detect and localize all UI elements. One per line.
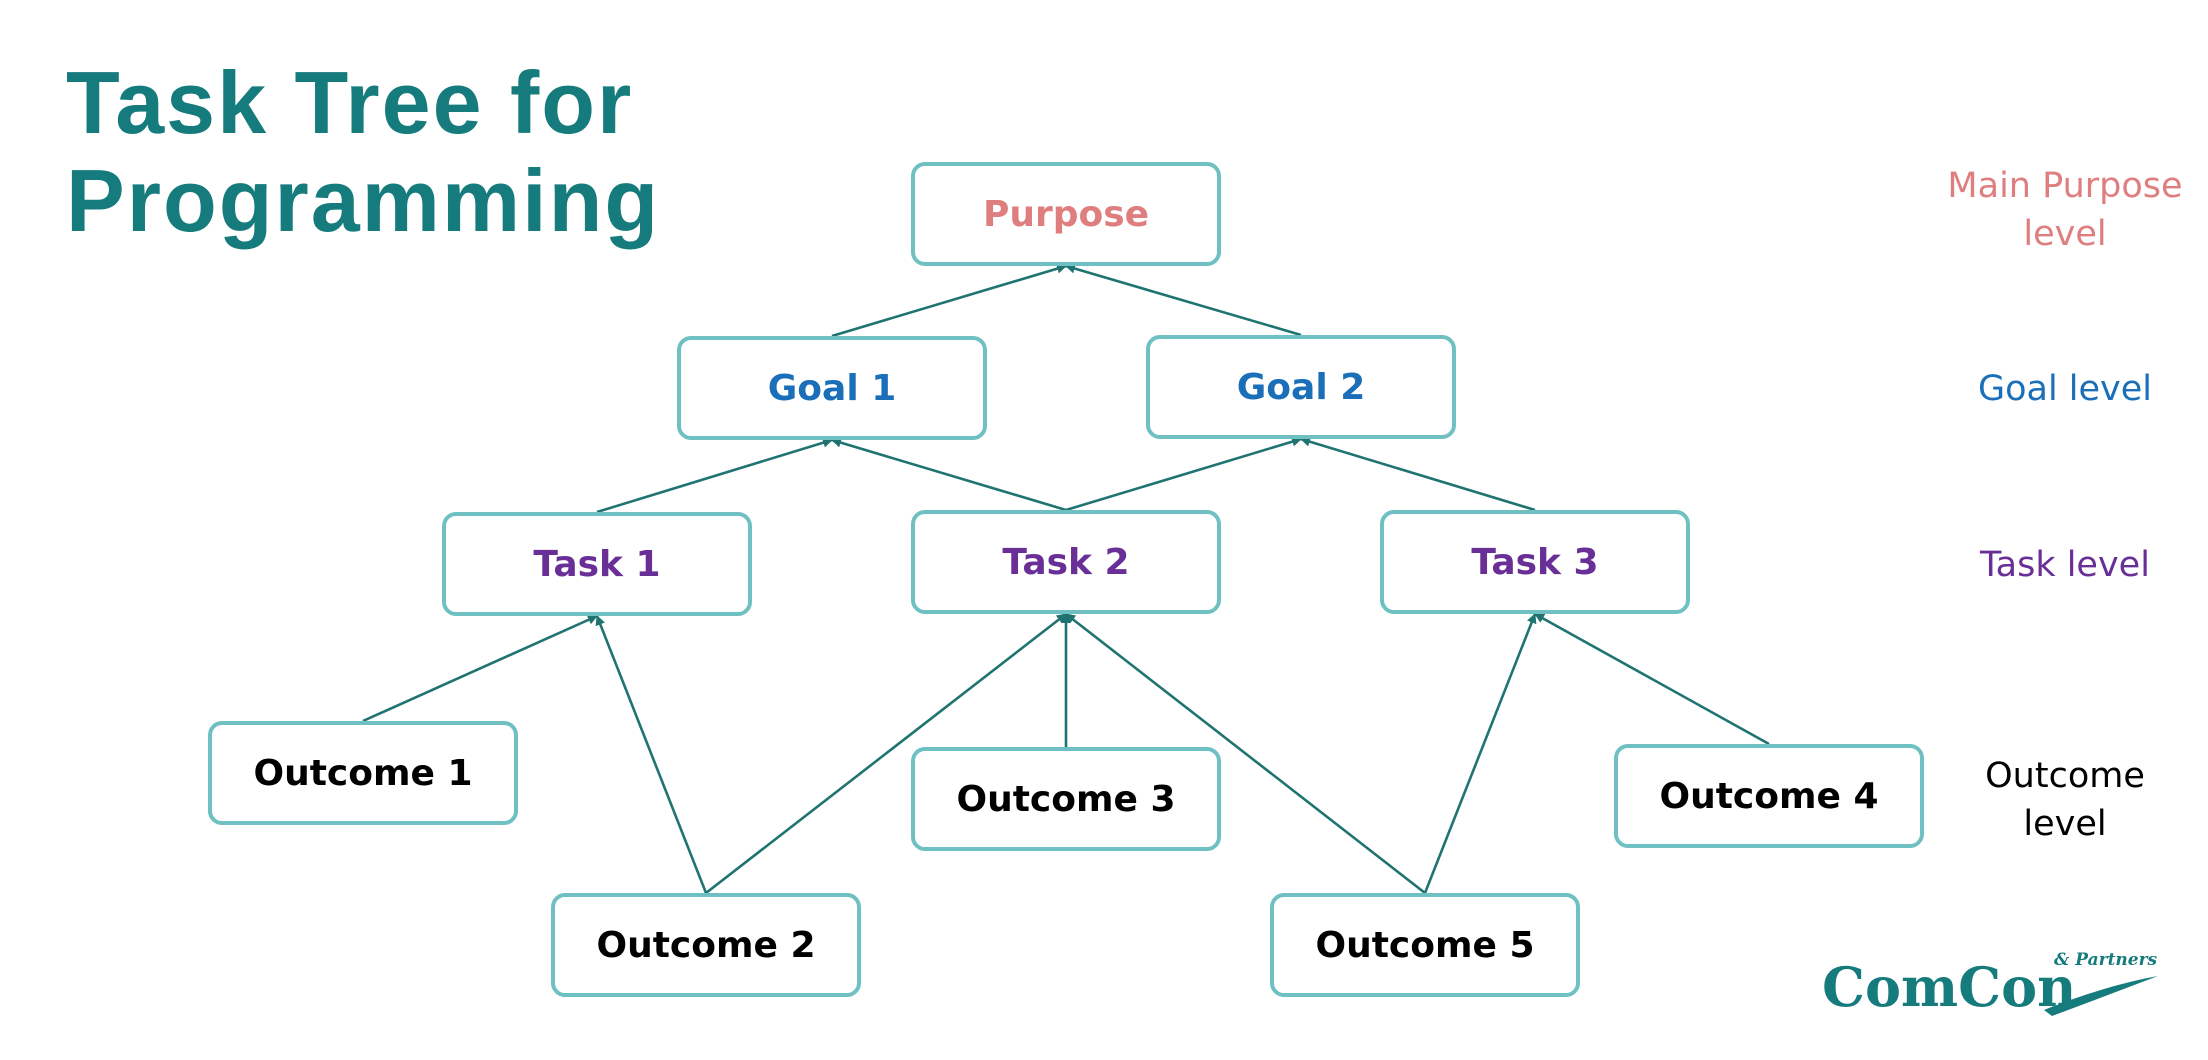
node-purpose: Purpose bbox=[911, 162, 1221, 266]
comcon-logo: ComCon & Partners bbox=[1822, 950, 2162, 1030]
node-task-3: Task 3 bbox=[1380, 510, 1690, 614]
edge-outcome1-to-task1 bbox=[362, 614, 598, 723]
edge-task2-to-goal1 bbox=[831, 437, 1067, 512]
node-task-1: Task 1 bbox=[442, 512, 752, 616]
edge-task2-to-goal2 bbox=[1065, 436, 1302, 512]
edge-outcome2-to-task2 bbox=[705, 612, 1067, 895]
level-label-goal-text: Goal level bbox=[1977, 369, 2153, 409]
edge-outcome2-to-task1 bbox=[595, 615, 708, 894]
logo-wordmark: ComCon bbox=[1822, 955, 2077, 1019]
title-line-1: Task Tree for bbox=[66, 53, 634, 152]
node-outcome-1-label: Outcome 1 bbox=[253, 752, 473, 794]
level-label-main-purpose-line-2: level bbox=[2023, 214, 2107, 254]
edge-task3-to-goal2 bbox=[1300, 436, 1536, 512]
node-outcome-1: Outcome 1 bbox=[208, 721, 518, 825]
node-outcome-5: Outcome 5 bbox=[1270, 893, 1580, 997]
node-outcome-4: Outcome 4 bbox=[1614, 744, 1924, 848]
level-label-outcome-line-2: level bbox=[2023, 804, 2107, 844]
edge-outcome4-to-task3 bbox=[1534, 612, 1770, 746]
level-label-task-text: Task level bbox=[1980, 545, 2150, 585]
level-label-task: Task level bbox=[1915, 541, 2208, 589]
node-outcome-2: Outcome 2 bbox=[551, 893, 861, 997]
logo-partners-text: & Partners bbox=[2054, 950, 2158, 970]
logo-swoosh-icon bbox=[2044, 976, 2158, 1016]
node-outcome-3: Outcome 3 bbox=[911, 747, 1221, 851]
node-task-2-label: Task 2 bbox=[1002, 541, 1130, 583]
level-label-main-purpose-line-1: Main Purpose bbox=[1947, 166, 2183, 206]
node-goal-2: Goal 2 bbox=[1146, 335, 1456, 439]
node-goal-1-label: Goal 1 bbox=[767, 367, 897, 409]
node-task-3-label: Task 3 bbox=[1471, 541, 1599, 583]
node-outcome-3-label: Outcome 3 bbox=[956, 778, 1176, 820]
edge-goal1-to-purpose bbox=[831, 263, 1067, 338]
node-task-2: Task 2 bbox=[911, 510, 1221, 614]
node-goal-2-label: Goal 2 bbox=[1236, 366, 1366, 408]
page-title: Task Tree for Programming bbox=[66, 54, 660, 250]
node-goal-1: Goal 1 bbox=[677, 336, 987, 440]
edge-task1-to-goal1 bbox=[596, 437, 833, 514]
level-label-main-purpose: Main Purpose level bbox=[1915, 162, 2208, 258]
title-line-2: Programming bbox=[66, 151, 661, 250]
node-outcome-4-label: Outcome 4 bbox=[1659, 775, 1879, 817]
node-purpose-label: Purpose bbox=[982, 193, 1150, 235]
node-outcome-5-label: Outcome 5 bbox=[1315, 924, 1535, 966]
edge-outcome5-to-task2 bbox=[1065, 612, 1426, 895]
node-outcome-2-label: Outcome 2 bbox=[596, 924, 816, 966]
edge-goal2-to-purpose bbox=[1065, 263, 1302, 337]
level-label-outcome-line-1: Outcome bbox=[1985, 756, 2145, 796]
level-label-outcome: Outcome level bbox=[1915, 752, 2208, 848]
level-label-goal: Goal level bbox=[1915, 365, 2208, 413]
node-task-1-label: Task 1 bbox=[533, 543, 661, 585]
edge-outcome5-to-task3 bbox=[1423, 613, 1537, 894]
